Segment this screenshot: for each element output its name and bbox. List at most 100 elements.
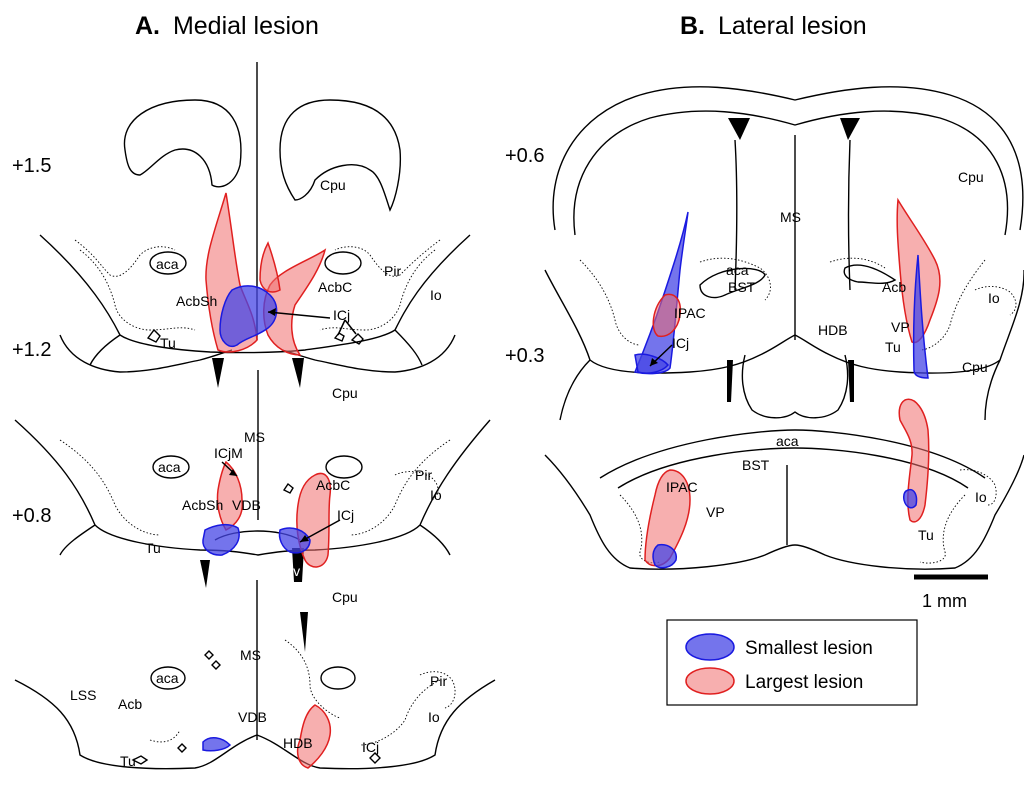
label-lss: LSS — [70, 687, 96, 703]
label-pir: Pir — [430, 673, 447, 689]
ventral-structure — [742, 355, 847, 418]
label-icj: ICj — [337, 507, 354, 523]
legend-largest-label: Largest lesion — [745, 672, 863, 693]
aca-ellipse — [325, 252, 361, 274]
label-bst: BST — [728, 279, 756, 295]
panel-b-title-text: Lateral lesion — [718, 12, 867, 40]
label-ms: MS — [780, 209, 801, 225]
coord-label: +0.6 — [505, 145, 544, 167]
panel-a-title: A. Medial lesion — [135, 12, 319, 40]
section-a-bottom: MS aca LSS Acb VDB HDB ICj Pir Io Tu — [15, 580, 495, 769]
label-io: Io — [428, 709, 440, 725]
label-ipac: IPAC — [666, 479, 698, 495]
label-ms: MS — [240, 647, 261, 663]
panel-b-letter: B. — [680, 12, 705, 40]
section-b-top-lower-outline — [545, 270, 1024, 373]
ventricle — [728, 118, 750, 140]
section-b-bottom-outline — [545, 455, 1024, 569]
section-a-top: Cpu aca Pir Io AcbSh AcbC ICj Tu Cpu — [40, 62, 470, 401]
label-acb: Acb — [882, 279, 906, 295]
label-cpu: Cpu — [962, 359, 988, 375]
label-aca: aca — [156, 256, 179, 272]
label-io: Io — [975, 489, 987, 505]
dotted-layer — [830, 258, 885, 268]
icj-island — [335, 333, 344, 341]
island — [212, 661, 220, 669]
island — [178, 744, 186, 752]
label-lv: lv — [290, 563, 300, 579]
aca-ellipse — [321, 667, 355, 689]
largest-lesion — [217, 462, 242, 530]
section-b-bottom: aca BST IPAC VP Io Tu — [545, 399, 1024, 569]
legend-smallest-label: Smallest lesion — [745, 638, 873, 659]
legend-largest-swatch — [686, 668, 734, 694]
dotted-layer — [580, 260, 640, 345]
section-b-top: Cpu MS aca BST Acb Io IPAC HDB VP ICj Tu… — [545, 87, 1024, 420]
section-a-mid-outline — [60, 335, 232, 372]
label-io: Io — [430, 487, 442, 503]
label-vp: VP — [706, 504, 725, 520]
panel-a-letter: A. — [135, 12, 160, 40]
dotted-layer — [150, 730, 180, 742]
septal-line — [849, 140, 851, 290]
ventricle — [200, 560, 210, 588]
label-pir: Pir — [415, 467, 432, 483]
outline-fragment — [420, 525, 450, 555]
label-tu: Tu — [885, 339, 901, 355]
label-acbc: AcbC — [318, 279, 352, 295]
left-cortex-arc — [124, 100, 240, 187]
label-bst: BST — [742, 457, 770, 473]
aca-ellipse — [326, 456, 362, 478]
scale-bar: 1 mm — [914, 577, 988, 611]
label-vdb: VDB — [232, 497, 261, 513]
label-aca: aca — [158, 459, 181, 475]
outline-fragment — [560, 360, 590, 420]
label-aca: aca — [156, 670, 179, 686]
legend: Smallest lesion Largest lesion — [667, 620, 917, 705]
label-cpu: Cpu — [320, 177, 346, 193]
ventricle — [848, 360, 854, 402]
label-pir: Pir — [384, 263, 401, 279]
outline-fragment — [90, 335, 120, 365]
legend-smallest-swatch — [686, 634, 734, 660]
island — [284, 484, 293, 493]
smallest-lesion — [203, 525, 239, 555]
smallest-lesion — [653, 545, 676, 568]
label-io: Io — [988, 290, 1000, 306]
label-cpu: Cpu — [958, 169, 984, 185]
label-tu: Tu — [120, 753, 136, 769]
section-a-mid: ICjM MS aca AcbSh VDB AcbC Pir Io ICj Tu… — [15, 370, 490, 605]
label-cpu: Cpu — [332, 589, 358, 605]
label-icjm: ICjM — [214, 445, 243, 461]
island — [205, 651, 213, 659]
outline-fragment — [395, 330, 422, 365]
smallest-lesion — [220, 286, 277, 346]
label-aca: aca — [776, 433, 799, 449]
label-icj: ICj — [333, 307, 350, 323]
label-ipac: IPAC — [674, 305, 706, 321]
smallest-lesion — [904, 490, 917, 508]
ventricle — [292, 358, 304, 388]
outline-fragment — [60, 525, 95, 555]
ventricle — [212, 358, 224, 388]
label-acbsh: AcbSh — [182, 497, 223, 513]
coord-label: +0.3 — [505, 345, 544, 367]
label-tu: Tu — [160, 335, 176, 351]
label-hdb: HDB — [283, 735, 313, 751]
right-cortex-arc — [280, 100, 400, 210]
label-ms: MS — [244, 429, 265, 445]
label-io: Io — [430, 287, 442, 303]
label-icj: ICj — [672, 335, 689, 351]
label-vdb: VDB — [238, 709, 267, 725]
tu-island — [148, 330, 160, 342]
label-hdb: HDB — [818, 322, 848, 338]
coord-label: +1.5 — [12, 155, 51, 177]
label-icj: ICj — [362, 739, 379, 755]
label-acb: Acb — [118, 696, 142, 712]
label-cpu: Cpu — [332, 385, 358, 401]
ventricle — [840, 118, 860, 140]
label-acbc: AcbC — [316, 477, 350, 493]
label-aca: aca — [726, 262, 749, 278]
panel-b-title: B. Lateral lesion — [680, 12, 867, 40]
